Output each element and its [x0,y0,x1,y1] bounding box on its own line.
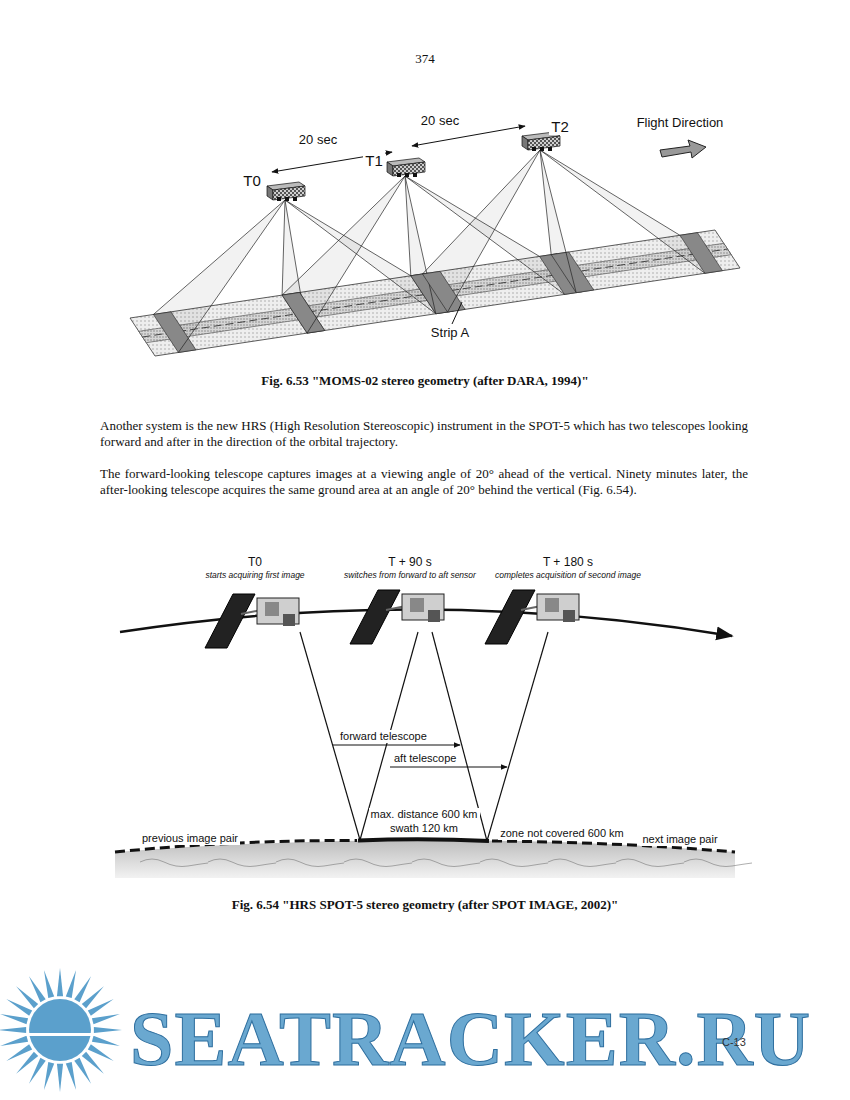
footprint [153,312,196,353]
spot-satellite [350,590,444,644]
spot-satellite [485,590,579,644]
footprint-cone [153,200,285,352]
ground-band [130,230,740,356]
leader-line [452,302,462,324]
direction-label: Flight Direction [635,116,726,131]
view-ray [405,176,436,314]
swath-bar [358,839,489,841]
view-ray [423,150,541,274]
body-paragraph: The forward-looking telescope captures i… [100,466,748,498]
pair-label: previous image pair [140,832,240,845]
map-line [480,859,548,867]
satellite-box [267,182,305,201]
view-ray [540,150,551,255]
time-label: T1 [363,152,385,169]
view-ray [487,632,548,841]
telescope-label: forward telescope [338,730,429,743]
interval-arrow [412,126,525,146]
time-note: starts acquiring first image [205,571,304,581]
map-line [548,859,616,867]
time-label: T + 180 s [543,556,593,570]
earth [115,840,735,878]
time-note: completes acquisition of second image [495,571,641,581]
interval-label: 20 sec [297,133,339,148]
satellite-box [387,158,425,177]
map-line [140,859,208,867]
telescope-label: aft telescope [392,752,458,765]
footprint-cone [282,176,405,333]
footprint-cone [405,176,436,314]
interval-label: 20 sec [419,114,461,129]
pair-label: next image pair [640,833,719,846]
telescope-arrow [390,767,507,768]
interval-arrow [272,152,392,172]
map-line [412,859,480,867]
figure-caption: Fig. 6.54 "HRS SPOT-5 stereo geometry (a… [232,898,619,913]
watermark-sun [0,968,125,1092]
footprint-cone [540,150,705,273]
page-number: 374 [415,52,435,67]
page-code: C-13 [722,1036,746,1049]
view-ray [178,200,285,352]
time-label: T0 [248,556,262,570]
map-line [684,859,752,867]
telescope-arrow [333,745,460,746]
view-ray [448,150,541,312]
map-line [208,859,276,867]
distance-label: max. distance 600 km [369,808,480,821]
strip-label: Strip A [429,326,471,341]
view-ray [282,176,405,295]
view-ray [282,200,285,295]
view-ray [540,150,680,235]
figure-caption: Fig. 6.53 "MOMS-02 stereo geometry (afte… [261,374,588,389]
footprint [680,233,723,274]
footprint [423,271,466,312]
zone-label: zone not covered 600 km [498,827,626,840]
time-label: T2 [549,118,571,135]
time-note: switches from forward to aft sensor [344,571,476,581]
view-ray [307,176,405,333]
view-ray [405,176,411,276]
footprint [282,292,325,333]
map-line [616,859,684,867]
view-ray [540,150,705,273]
flight-arrow [660,140,706,158]
map-line [344,859,412,867]
spot-satellite [205,594,299,648]
watermark: SEATRACKER.RU [130,1000,811,1078]
swath-label: swath 120 km [388,822,460,835]
footprint-cone [423,150,541,312]
spot-figure [115,590,752,878]
time-label: T0 [241,172,263,189]
footprint [551,252,594,293]
time-label: T + 90 s [388,556,431,570]
map-line [276,859,344,867]
moms-figure [130,126,740,356]
body-paragraph: Another system is the new HRS (High Reso… [100,418,748,450]
view-ray [153,200,285,314]
